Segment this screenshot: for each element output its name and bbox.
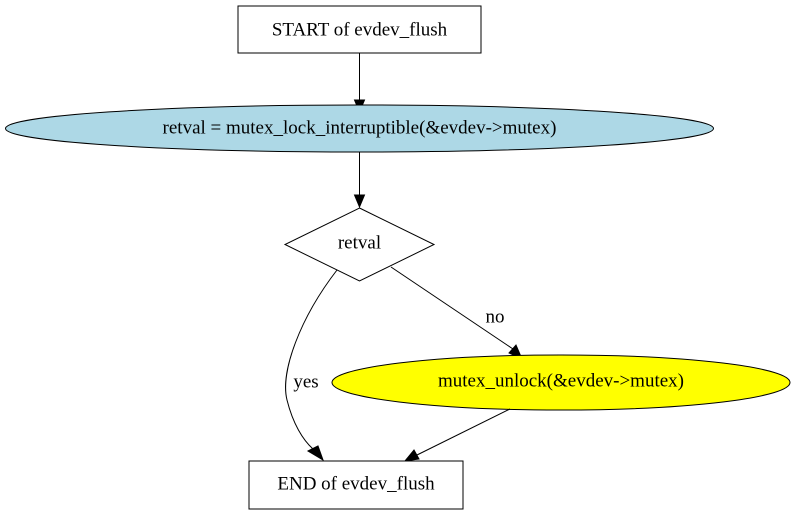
start-node-label: START of evdev_flush <box>272 19 448 40</box>
decision-node-label: retval <box>338 232 381 253</box>
arrowhead-lock-to-decision <box>353 194 366 209</box>
mutex-lock-node-label: retval = mutex_lock_interruptible(&evdev… <box>163 117 557 138</box>
start-node <box>237 5 482 54</box>
mutex-unlock-node <box>331 354 791 411</box>
decision-node <box>283 207 436 282</box>
end-node <box>248 460 464 510</box>
arrowhead-unlock-to-end <box>403 449 420 462</box>
edge-decision-to-end-yes <box>285 269 338 450</box>
edge-no-label: no <box>486 306 505 327</box>
edge-decision-to-unlock-no <box>390 266 514 350</box>
edge-yes-label: yes <box>293 371 318 392</box>
arrowhead-decision-to-end <box>306 445 324 462</box>
end-node-label: END of evdev_flush <box>277 473 435 494</box>
edge-unlock-to-end <box>416 408 511 456</box>
mutex-unlock-node-label: mutex_unlock(&evdev->mutex) <box>438 370 684 391</box>
